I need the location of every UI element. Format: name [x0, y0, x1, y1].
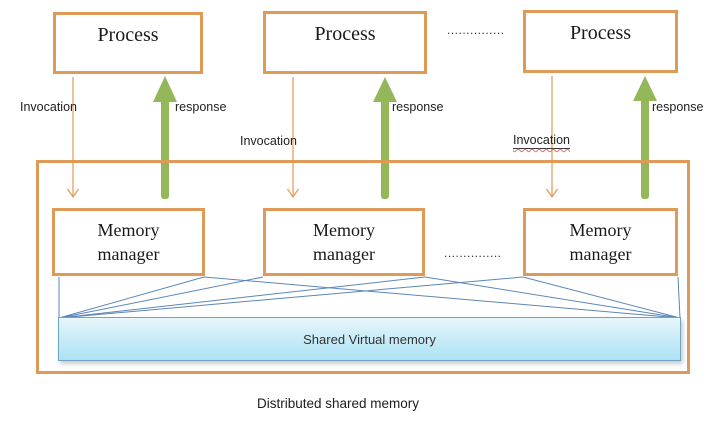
response-label-1: response [175, 100, 227, 114]
invocation-label-2: Invocation [240, 134, 297, 148]
memory-manager-box-1: Memory manager [52, 208, 205, 276]
response-label-3: response [652, 100, 704, 114]
response-label-2: response [392, 100, 444, 114]
memory-manager-label: Memory manager [569, 219, 632, 264]
memory-manager-box-3: Memory manager [523, 208, 678, 276]
invocation-label-1: Invocation [20, 100, 77, 114]
process-label: Process [569, 22, 632, 44]
process-box-2: Process [263, 11, 427, 74]
process-label: Process [314, 23, 376, 45]
shared-virtual-memory-label: Shared Virtual memory [303, 331, 436, 347]
process-box-1: Process [53, 12, 203, 74]
process-label: Process [97, 24, 159, 46]
invocation-label-3: Invocation [513, 133, 570, 149]
diagram-caption: Distributed shared memory [256, 396, 420, 411]
memory-manager-box-2: Memory manager [263, 208, 425, 276]
process-box-3: Process [523, 10, 678, 73]
shared-virtual-memory-bar: Shared Virtual memory [58, 317, 681, 361]
process-ellipsis: ............... [447, 23, 505, 37]
memory-manager-label: Memory manager [97, 219, 160, 264]
memory-ellipsis: ............... [444, 246, 502, 260]
memory-manager-label: Memory manager [313, 219, 375, 264]
